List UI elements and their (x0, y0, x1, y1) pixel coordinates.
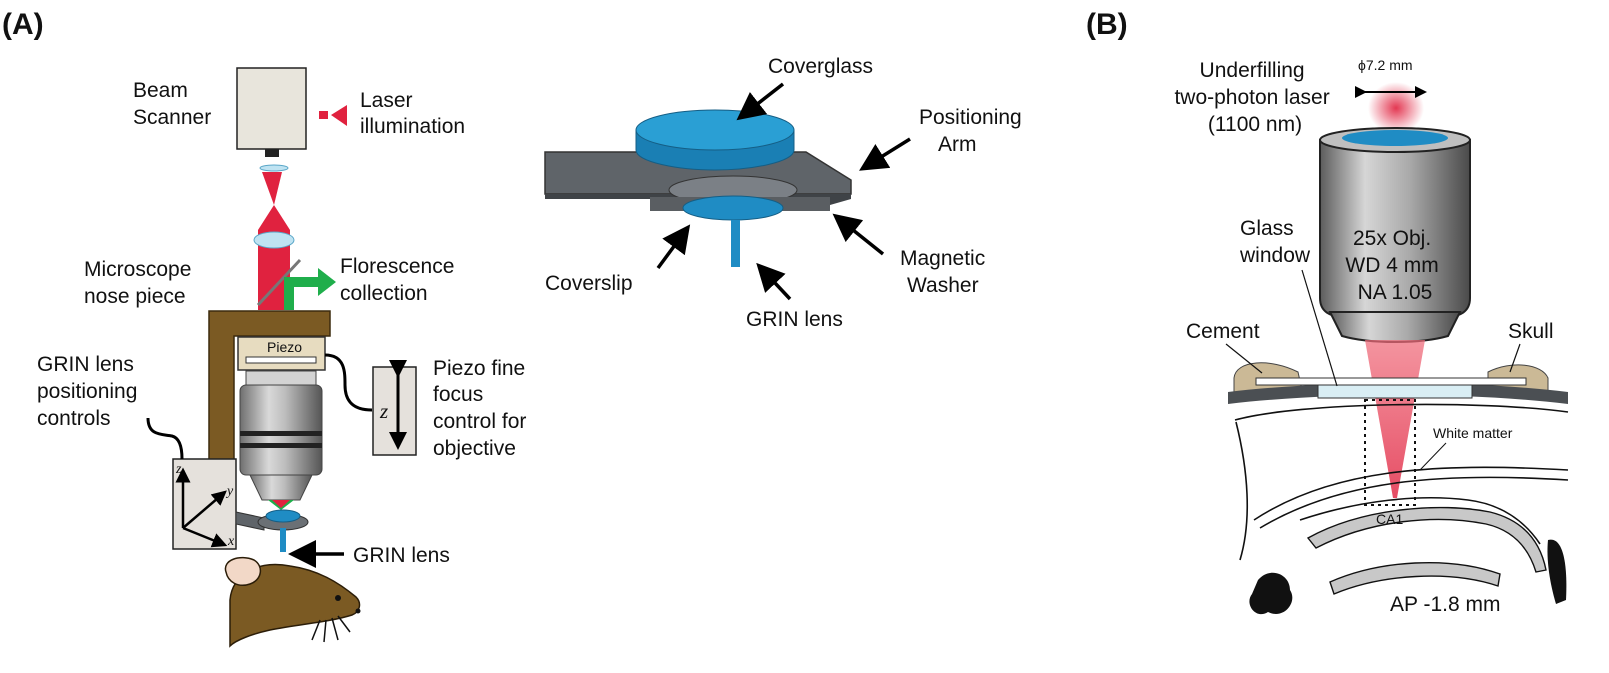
scan-lens (259, 164, 289, 172)
objective-band-2 (240, 443, 322, 448)
grin-lens-label-inset: GRIN lens (746, 308, 843, 331)
laser-icon (319, 105, 347, 126)
cement-label: Cement (1186, 320, 1260, 343)
xyz-axes-icon (175, 467, 228, 548)
objective-b-back-aperture (1342, 130, 1448, 146)
ca1-layer (1306, 506, 1547, 573)
tube-lens (253, 231, 295, 249)
ap-coordinate-label: AP -1.8 mm (1390, 593, 1500, 616)
panel-b: (B) ϕ7.2 mm Underfilling two-photon lase… (1086, 8, 1569, 616)
white-matter-label: White matter (1433, 425, 1513, 441)
positioning-arm-label: Positioning Arm (919, 106, 1028, 156)
nose-piece-label: Microscope nose piece (84, 258, 197, 308)
laser-beam-upper (262, 172, 282, 205)
glass-window (1255, 377, 1527, 386)
coverglass-arrow (736, 82, 785, 121)
grin-controls-label: GRIN lens positioning controls (37, 353, 143, 430)
hippocampus-outline (1234, 403, 1569, 561)
scanner-port (265, 149, 279, 157)
magnetic-washer-label: Magnetic Washer (900, 247, 991, 297)
focus-cone (272, 500, 290, 508)
coverslip-disc (682, 195, 784, 221)
glass-window-leader (1301, 269, 1338, 387)
mouse-illustration (224, 556, 361, 648)
coverglass-small (265, 509, 301, 523)
underfilling-laser-label: Underfilling two-photon laser (1100 nm) (1174, 59, 1335, 136)
piezo-fine-label: Piezo fine focus control for objective (433, 357, 532, 460)
axis-y-label: y (225, 484, 234, 499)
fluorescence-arrow (284, 268, 336, 310)
piezo-label: Piezo (267, 339, 302, 355)
florescence-label: Florescence collection (340, 255, 460, 305)
laser-illumination-label: Laser illumination (360, 89, 465, 138)
objective-top (245, 370, 317, 386)
skull-label: Skull (1508, 320, 1554, 343)
grin-lens-small (280, 528, 286, 552)
grin-lens-inset-arrow (756, 262, 792, 301)
cement-leader (1225, 343, 1263, 374)
glass-window-plug (1317, 384, 1473, 399)
dichroic-mirror (256, 258, 302, 307)
grin-controls-cable (146, 417, 184, 460)
panel-b-tag: (B) (1086, 8, 1128, 41)
piezo-axis-label: z (379, 399, 388, 423)
lateral-structure (1547, 539, 1567, 604)
grin-lens-rod (731, 220, 740, 267)
coverslip-label: Coverslip (545, 272, 633, 295)
objective-band-1 (240, 431, 322, 436)
glass-window-label: Glass window (1239, 217, 1311, 267)
medial-structure (1249, 572, 1293, 615)
positioning-arm-small (235, 511, 265, 531)
beam-diameter-label: ϕ7.2 mm (1358, 57, 1413, 73)
focused-laser-beam (1365, 340, 1425, 498)
inset-detail: Coverglass Positioning Arm Magnetic Wash… (544, 55, 1028, 331)
coverglass-disc (635, 109, 795, 151)
axis-x-label: x (227, 534, 235, 549)
coverslip-arrow (656, 224, 691, 270)
grin-lens-label-a: GRIN lens (353, 544, 450, 567)
ca1-label: CA1 (1376, 511, 1403, 527)
beam-scanner-label: Beam Scanner (133, 79, 211, 129)
white-matter-leader (1419, 442, 1447, 471)
dentate-gyrus (1329, 561, 1501, 595)
piezo-cable (324, 353, 373, 412)
magnetic-washer-arrow (832, 213, 885, 256)
laser-beam-cone (258, 205, 290, 230)
skull-leader (1509, 343, 1521, 373)
incoming-laser-beam (1368, 82, 1424, 134)
panel-a-tag: (A) (2, 8, 44, 41)
objective-tip (249, 474, 313, 501)
piezo-element (245, 356, 317, 364)
objective-b-label: 25x Obj. WD 4 mm NA 1.05 (1345, 227, 1444, 304)
axis-z-label: z (175, 462, 182, 477)
panel-a: (A) Beam Scanner Laser illumination Flor… (2, 8, 532, 648)
objective-body (239, 384, 323, 476)
beam-scanner-box (236, 67, 307, 150)
coverglass-label: Coverglass (768, 55, 873, 78)
positioning-arm-arrow (859, 137, 911, 171)
objective-b-nose (1328, 311, 1462, 343)
